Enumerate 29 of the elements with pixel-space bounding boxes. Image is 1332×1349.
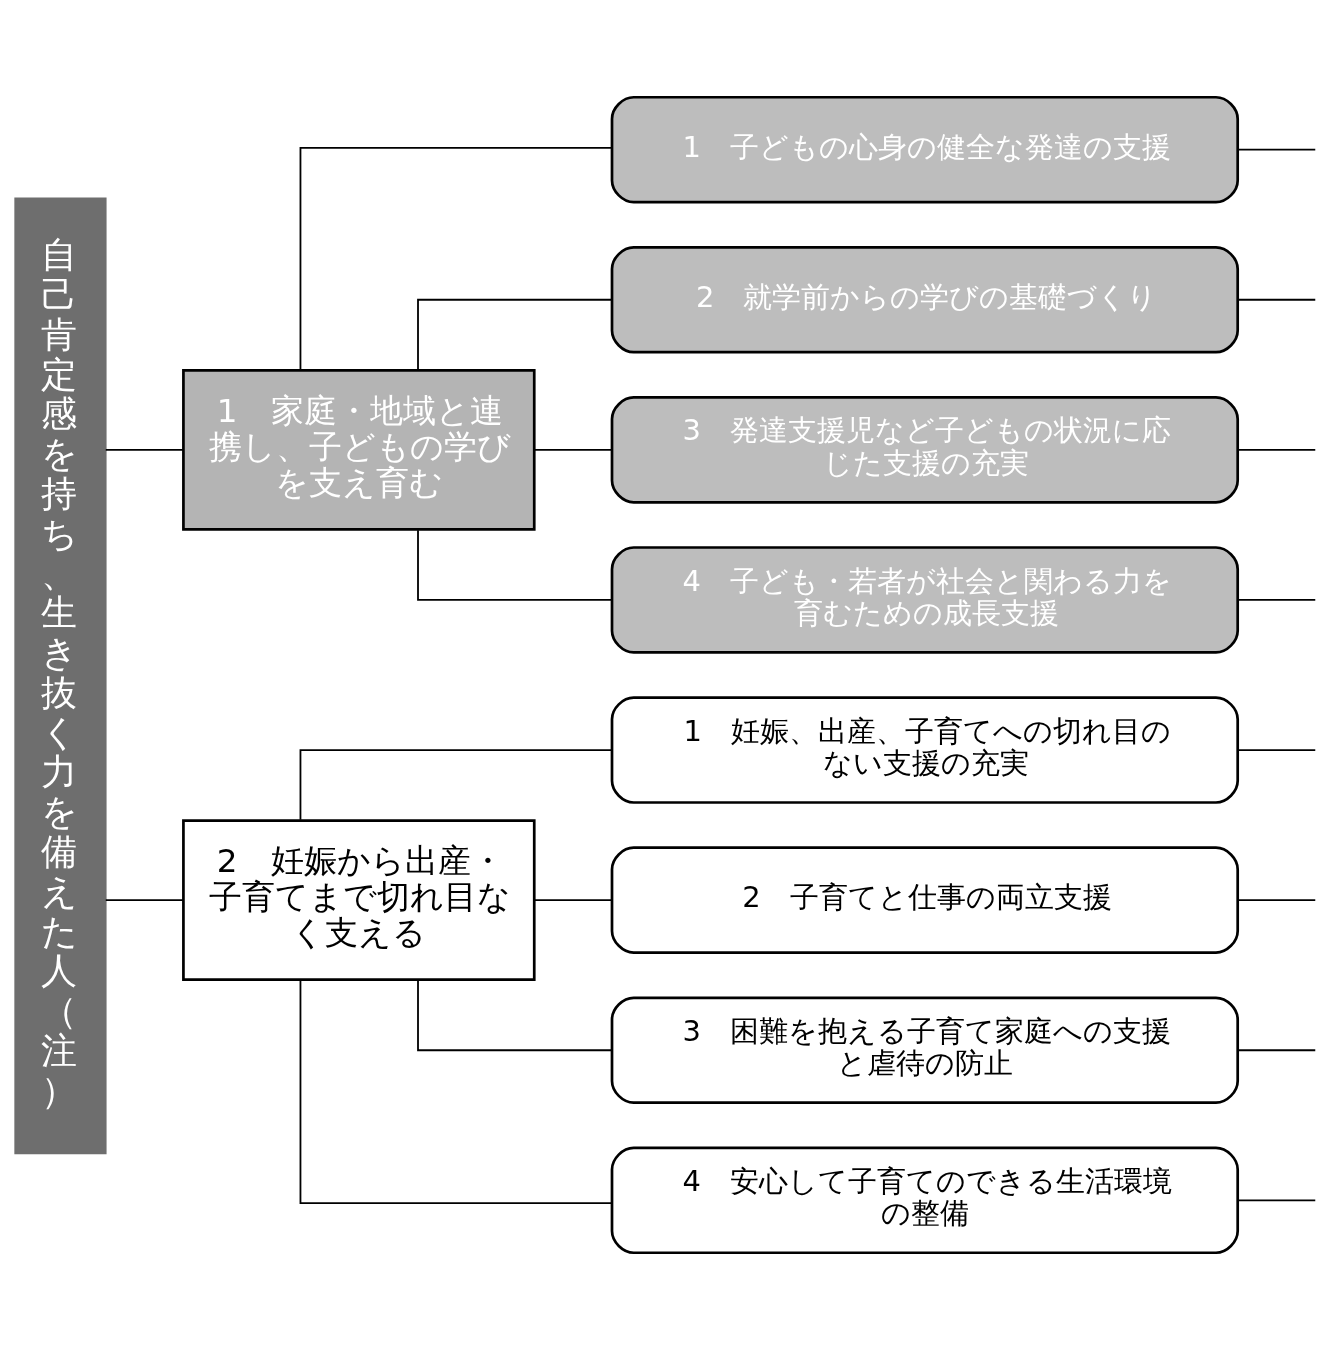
node-box: 2 子育てと仕事の両立支援 bbox=[610, 845, 1240, 954]
node-box: 自己肯定感を持ち、生き抜く力を備えた人（注） bbox=[14, 197, 107, 1154]
connector bbox=[1236, 898, 1317, 901]
node-box: 1 妊娠、出産、子育てへの切れ目のない支援の充実 bbox=[610, 695, 1240, 804]
node-box: 3 発達支援児など子どもの状況に応じた支援の充実 bbox=[610, 395, 1240, 504]
node-box: 2 妊娠から出産・子育てまで切れ目なく支える bbox=[182, 818, 536, 981]
connector bbox=[1236, 748, 1317, 751]
connector bbox=[1236, 298, 1317, 301]
connector bbox=[1236, 1198, 1317, 1201]
connector bbox=[417, 528, 613, 601]
connector bbox=[533, 898, 613, 901]
node-box: 1 子どもの心身の健全な発達の支援 bbox=[610, 95, 1240, 203]
connector bbox=[299, 978, 613, 1204]
node-box: 2 就学前からの学びの基礎づくり bbox=[610, 245, 1240, 354]
connector bbox=[1236, 448, 1317, 451]
connector bbox=[299, 748, 613, 821]
connector bbox=[417, 298, 613, 370]
connector bbox=[1236, 148, 1317, 151]
connector bbox=[299, 146, 613, 371]
node-box: 1 家庭・地域と連携し、子どもの学びを支え育む bbox=[182, 368, 536, 531]
connector bbox=[417, 979, 613, 1051]
connector bbox=[533, 448, 613, 451]
connector bbox=[1236, 1048, 1317, 1051]
node-box: 4 安心して子育てのできる生活環境の整備 bbox=[610, 1146, 1240, 1254]
connector bbox=[104, 898, 185, 901]
connector bbox=[104, 448, 185, 451]
node-box: 4 子ども・若者が社会と関わる力を育むための成長支援 bbox=[610, 545, 1240, 654]
node-box: 3 困難を抱える子育て家庭への支援と虐待の防止 bbox=[610, 995, 1240, 1104]
connector bbox=[1236, 598, 1317, 601]
